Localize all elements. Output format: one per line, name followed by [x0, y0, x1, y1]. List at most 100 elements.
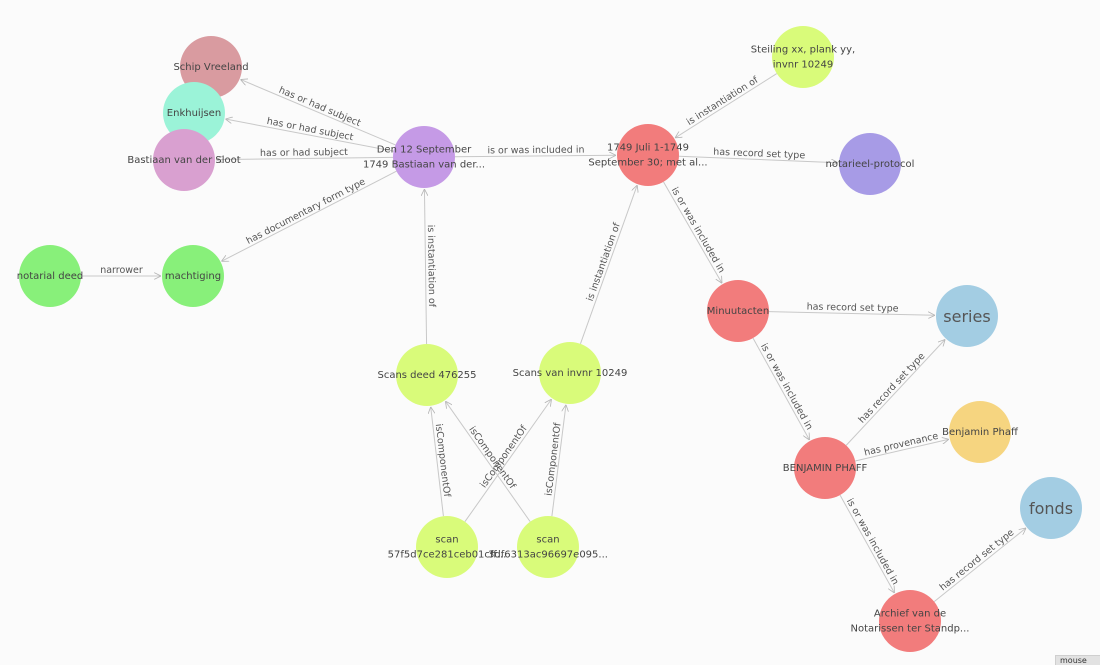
node-label: Schip Vreeland [173, 62, 248, 73]
edge-label: has record set type [807, 301, 899, 314]
edge-line [221, 170, 397, 262]
edge-minuut-phaff[interactable]: is or was included in [752, 337, 815, 440]
node-label: Scans deed 476255 [377, 370, 476, 381]
edge-label: has documentary form type [245, 176, 368, 247]
edge-scan1-scansdeed[interactable]: isComponentOf [431, 407, 453, 517]
edge-label: has record set type [713, 147, 805, 162]
node-label: Scans van invnr 10249 [513, 368, 628, 379]
node-circle [416, 516, 478, 578]
node-circle [936, 285, 998, 347]
edge-label: is instantiation of [425, 225, 437, 308]
edge-line [663, 181, 722, 283]
edge-line [678, 155, 838, 162]
node-minuut[interactable]: Minuutacten [707, 280, 769, 342]
edge-label: is instantiation of [585, 221, 623, 303]
edge-line [579, 185, 637, 344]
edge-archief-fonds[interactable]: has record set type [933, 527, 1026, 603]
node-steiling[interactable]: Steiling xx, plank yy, invnr 10249 [751, 26, 855, 88]
node-label: Notarissen ter Standp... [851, 624, 970, 635]
edge-label: isComponentOf [433, 423, 452, 498]
node-circle [396, 344, 458, 406]
node-label: 3df6313ac96697e095... [488, 550, 608, 561]
edge-phaff-series[interactable]: has record set type [845, 339, 945, 446]
node-label: series [943, 307, 990, 326]
edge-notarial-machtiging[interactable]: narrower [81, 265, 161, 276]
node-circle [949, 401, 1011, 463]
node-label: September 30; met al... [588, 158, 707, 169]
edge-line [675, 73, 778, 138]
node-label: notarieel-protocol [826, 159, 915, 170]
edge-juli1749-minuut[interactable]: is or was included in [663, 181, 727, 283]
node-notarieel[interactable]: notarieel-protocol [826, 133, 915, 195]
node-label: scan [536, 535, 559, 546]
node-bastiaan[interactable]: Bastiaan van der Sloot [127, 129, 241, 191]
node-label: BENJAMIN PHAFF [783, 463, 868, 474]
edge-minuut-series[interactable]: has record set type [768, 301, 935, 315]
edge-label: has provenance [863, 431, 939, 459]
edge-den12-bastiaan[interactable]: has or had subject [216, 147, 394, 160]
node-label: Den 12 September [377, 145, 472, 156]
node-scan1[interactable]: scan57f5d7ce281ceb01cff... [388, 516, 507, 578]
node-den12[interactable]: Den 12 September 1749 Bastiaan van der... [363, 126, 485, 188]
node-enkhuijsen[interactable]: Enkhuijsen [163, 82, 225, 144]
node-circle [839, 133, 901, 195]
node-circle [163, 82, 225, 144]
node-label: 57f5d7ce281ceb01cff... [388, 550, 507, 561]
edge-line [845, 339, 945, 446]
edge-label: has record set type [857, 351, 928, 426]
edge-label: has record set type [938, 527, 1017, 593]
node-label: 1749 Juli 1-1749 [607, 143, 689, 154]
node-circle [539, 342, 601, 404]
edge-scan2-scansdeed[interactable]: isComponentOf [445, 401, 531, 522]
corner-tab[interactable]: mouse [1055, 655, 1100, 665]
edge-line [454, 155, 616, 156]
edge-label: narrower [100, 265, 143, 276]
node-circle [794, 437, 856, 499]
node-label: Steiling xx, plank yy, [751, 45, 855, 56]
node-circle [153, 129, 215, 191]
edge-phaff-archief[interactable]: is or was included in [839, 494, 901, 593]
node-circle [393, 126, 455, 188]
edge-line [216, 157, 394, 159]
node-machtiging[interactable]: machtiging [162, 245, 224, 307]
edge-scan2-scansinv[interactable]: isComponentOf [543, 405, 566, 517]
node-circle [772, 26, 834, 88]
node-label: 1749 Bastiaan van der... [363, 160, 485, 171]
node-scansdeed[interactable]: Scans deed 476255 [377, 344, 477, 406]
edge-line [445, 401, 531, 522]
edge-line [839, 494, 894, 593]
edge-scansinv-juli1749[interactable]: is instantiation of [579, 185, 637, 344]
node-label: invnr 10249 [773, 60, 833, 71]
edge-label: is or was included in [669, 185, 727, 275]
node-phaff[interactable]: BENJAMIN PHAFF [783, 437, 868, 499]
node-fonds[interactable]: fonds [1020, 477, 1082, 539]
node-circle [707, 280, 769, 342]
edge-den12-machtiging[interactable]: has documentary form type [221, 170, 397, 262]
node-label: Benjamin Phaff [942, 427, 1019, 438]
node-scan2[interactable]: scan 3df6313ac96697e095... [488, 516, 608, 578]
edge-line [225, 119, 394, 152]
edge-scan1-scansinv[interactable]: isComponentOf [464, 399, 552, 522]
node-circle [1020, 477, 1082, 539]
edge-label: isComponentOf [543, 421, 563, 496]
node-notarial[interactable]: notarial deed [17, 245, 83, 307]
edge-den12-juli1749[interactable]: is or was included in [454, 145, 616, 157]
edge-steiling-juli1749[interactable]: is instantiation of [675, 73, 778, 138]
node-series[interactable]: series [936, 285, 998, 347]
edge-phaff-phaffprov[interactable]: has provenance [855, 431, 949, 462]
edge-scansdeed-den12[interactable]: is instantiation of [424, 189, 437, 345]
edge-label: is or was included in [487, 145, 584, 157]
node-scansinv[interactable]: Scans van invnr 10249 [513, 342, 628, 404]
node-phaffprov[interactable]: Benjamin Phaff [942, 401, 1019, 463]
edge-juli1749-notarieel[interactable]: has record set type [678, 147, 838, 163]
node-circle [879, 590, 941, 652]
node-label: notarial deed [17, 271, 83, 282]
edge-line [431, 407, 444, 517]
node-circle [19, 245, 81, 307]
node-circle [517, 516, 579, 578]
